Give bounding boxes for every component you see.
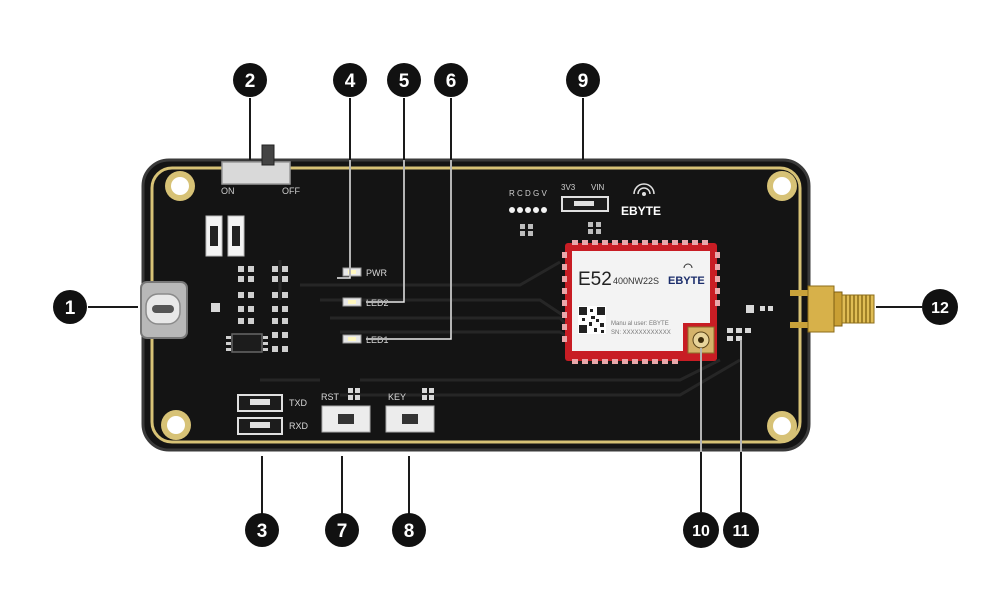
power-switch: ON OFF bbox=[221, 144, 300, 196]
mounting-hole-tl bbox=[165, 171, 195, 201]
module-brand: EBYTE bbox=[668, 275, 705, 287]
power-vin-label: VIN bbox=[591, 183, 605, 192]
callout-6-text: 6 bbox=[446, 71, 457, 92]
rf-matching-pads bbox=[727, 305, 773, 341]
callout-2: 2 bbox=[233, 63, 267, 97]
led-pwr: PWR bbox=[342, 267, 387, 278]
callout-11-text: 11 bbox=[733, 523, 750, 540]
callout-4: 4 bbox=[333, 63, 367, 97]
callout-9: 9 bbox=[566, 63, 600, 97]
callout-9-text: 9 bbox=[578, 71, 589, 92]
jumper-rxd-label: RXD bbox=[289, 421, 309, 431]
qr-code bbox=[578, 306, 606, 334]
callout-1-text: 1 bbox=[65, 298, 76, 319]
mounting-hole-bl bbox=[161, 410, 191, 440]
header-pins-label: R C D G V bbox=[509, 189, 547, 198]
callout-8-text: 8 bbox=[404, 521, 415, 542]
pcb-board bbox=[141, 158, 811, 452]
power-components bbox=[205, 215, 288, 353]
ebyte-board-logo: EBYTE bbox=[621, 183, 661, 218]
txd-rxd-jumpers: TXD RXD bbox=[237, 394, 309, 435]
callout-8: 8 bbox=[392, 513, 426, 547]
callout-7: 7 bbox=[325, 513, 359, 547]
rf-module: E52 400NW22S EBYTE Manu al user: EBYTE S… bbox=[562, 240, 720, 364]
power-3v3-label: 3V3 bbox=[561, 183, 576, 192]
rst-label: RST bbox=[321, 392, 340, 402]
mounting-hole-br bbox=[767, 411, 797, 441]
callout-2-text: 2 bbox=[245, 71, 256, 92]
power-select-jumper: 3V3 VIN bbox=[561, 183, 609, 234]
callout-1: 1 bbox=[53, 290, 87, 324]
switch-off-label: OFF bbox=[282, 186, 300, 196]
callout-6: 6 bbox=[434, 63, 468, 97]
rst-button: RST bbox=[321, 388, 371, 433]
callout-4-text: 4 bbox=[345, 71, 356, 92]
led-pwr-label: PWR bbox=[366, 268, 387, 278]
jumper-txd-label: TXD bbox=[289, 398, 308, 408]
callout-3: 3 bbox=[245, 513, 279, 547]
mounting-hole-tr bbox=[767, 171, 797, 201]
callout-5-text: 5 bbox=[399, 71, 410, 92]
module-line2: SN: XXXXXXXXXXXX bbox=[611, 330, 671, 336]
key-button: KEY bbox=[385, 388, 435, 433]
callout-5: 5 bbox=[387, 63, 421, 97]
ebyte-board-logo-text: EBYTE bbox=[621, 204, 661, 218]
module-variant: 400NW22S bbox=[613, 276, 659, 286]
callout-12-text: 12 bbox=[931, 300, 949, 317]
callout-11: 11 bbox=[723, 512, 759, 548]
key-label: KEY bbox=[388, 392, 406, 402]
callout-3-text: 3 bbox=[257, 521, 268, 542]
module-line1: Manu al user: EBYTE bbox=[611, 321, 669, 327]
switch-on-label: ON bbox=[221, 186, 235, 196]
usb-c-port bbox=[140, 281, 220, 339]
callout-10: 10 bbox=[683, 512, 719, 548]
callout-7-text: 7 bbox=[337, 521, 348, 542]
callout-10-text: 10 bbox=[692, 523, 710, 540]
module-model: E52 bbox=[578, 269, 612, 290]
debug-header: R C D G V bbox=[509, 189, 547, 236]
callout-12: 12 bbox=[922, 289, 958, 325]
sma-connector bbox=[790, 285, 875, 333]
